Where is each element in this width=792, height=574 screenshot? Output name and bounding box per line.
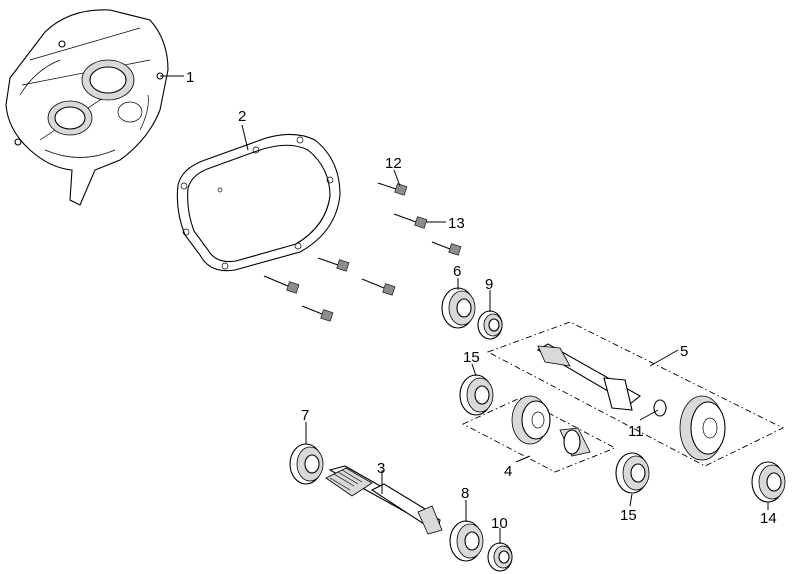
bearing-14 (751, 461, 786, 503)
bolts (263, 182, 462, 322)
callout-2: 2 (238, 108, 246, 125)
bolt-12 (377, 182, 408, 196)
bolt-13b (431, 241, 462, 256)
leader-lines (160, 75, 769, 544)
callout-10: 10 (491, 515, 508, 532)
callout-3: 3 (377, 460, 385, 477)
callout-9: 9 (485, 276, 493, 293)
bearing-15b (615, 452, 650, 494)
bolt-d (301, 305, 334, 322)
callout-14: 14 (760, 510, 777, 527)
oil-seal-10 (487, 542, 513, 572)
callout-5: 5 (680, 343, 688, 360)
bearing-7 (289, 443, 324, 485)
callout-15-lower: 15 (620, 507, 637, 524)
transmission-cover (5, 9, 169, 206)
callout-7: 7 (301, 407, 309, 424)
callout-labels: 1 2 3 4 5 6 7 8 9 10 11 12 13 14 15 15 (186, 69, 777, 532)
callout-13: 13 (448, 215, 465, 232)
bolt-b (263, 275, 300, 294)
bearing-15a (459, 374, 494, 416)
gasket (176, 133, 341, 272)
callout-6: 6 (453, 263, 461, 280)
bolt-13 (393, 213, 428, 229)
drive-shaft-3 (325, 465, 443, 535)
oil-seal-9 (477, 310, 503, 340)
callout-11: 11 (628, 423, 644, 440)
bolt-a (317, 257, 350, 272)
bearing-6 (441, 287, 476, 329)
bearing-8 (449, 520, 484, 562)
callout-8: 8 (461, 485, 469, 502)
bolt-c (361, 278, 396, 296)
callout-1: 1 (186, 69, 194, 86)
callout-15-upper: 15 (463, 349, 480, 366)
shaft-assembly-5 (486, 321, 785, 467)
callout-4: 4 (504, 463, 512, 480)
gear-set-4 (461, 395, 617, 473)
callout-12: 12 (385, 155, 402, 172)
